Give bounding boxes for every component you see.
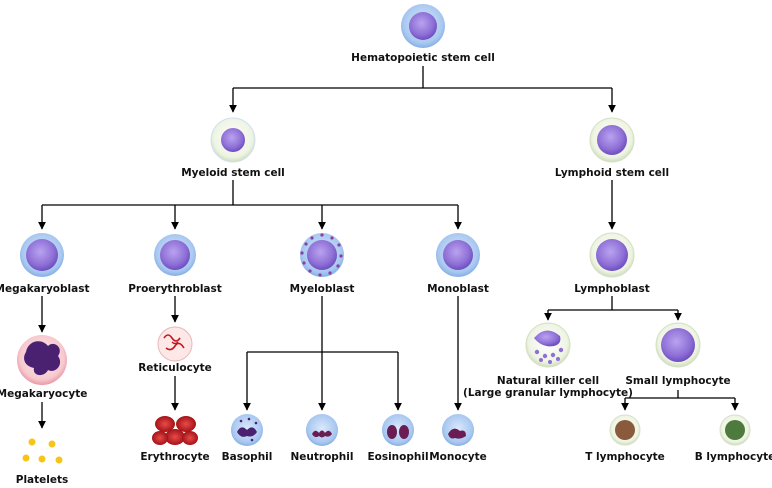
connectors [38,66,739,429]
label-lymphoid-stem-cell: Lymphoid stem cell [554,167,670,179]
basophil-cell [231,414,263,446]
label-megakaryoblast: Megakaryoblast [0,283,90,295]
lymphoblast-cell [589,232,635,278]
eosinophil-cell [382,414,414,446]
label-hsc: Hematopoietic stem cell [351,52,495,64]
megakaryoblast-cell [20,233,64,277]
megakaryocyte-cell [17,335,67,385]
myeloblast-cell [300,233,344,277]
myeloid-stem-cell [210,117,256,163]
erythrocyte-cells [152,416,198,445]
proerythroblast-cell [154,234,196,276]
monocyte-cell [442,414,474,446]
label-megakaryocyte: Megakaryocyte [0,388,88,400]
small-lymphocyte-cell [655,322,701,368]
label-myeloblast: Myeloblast [289,283,355,295]
label-small-lymphocyte: Small lymphocyte [625,375,731,387]
label-basophil: Basophil [221,451,273,463]
neutrophil-cell [306,414,338,446]
label-lymphoblast: Lymphoblast [574,283,650,295]
label-nk-cell-sub: (Large granular lymphocyte) [463,387,633,399]
t-lymphocyte-cell [609,414,641,446]
label-reticulocyte: Reticulocyte [138,362,212,374]
reticulocyte-cell [157,326,193,362]
nk-cell [525,322,571,368]
label-erythrocyte: Erythrocyte [140,451,210,463]
hsc-cell [401,4,445,48]
label-monoblast: Monoblast [427,283,489,295]
platelets-cells [22,438,63,464]
b-lymphocyte-cell [719,414,751,446]
label-b-lymphocyte: B lymphocyte [694,451,772,463]
monoblast-cell [436,233,480,277]
lymphoid-stem-cell [589,117,635,163]
label-myeloid-stem-cell: Myeloid stem cell [181,167,285,179]
label-neutrophil: Neutrophil [290,451,354,463]
label-t-lymphocyte: T lymphocyte [585,451,665,463]
label-proerythroblast: Proerythroblast [128,283,222,295]
label-nk-cell: Natural killer cell [496,375,600,387]
label-monocyte: Monocyte [429,451,487,463]
label-platelets: Platelets [15,474,69,486]
label-eosinophil: Eosinophil [367,451,429,463]
